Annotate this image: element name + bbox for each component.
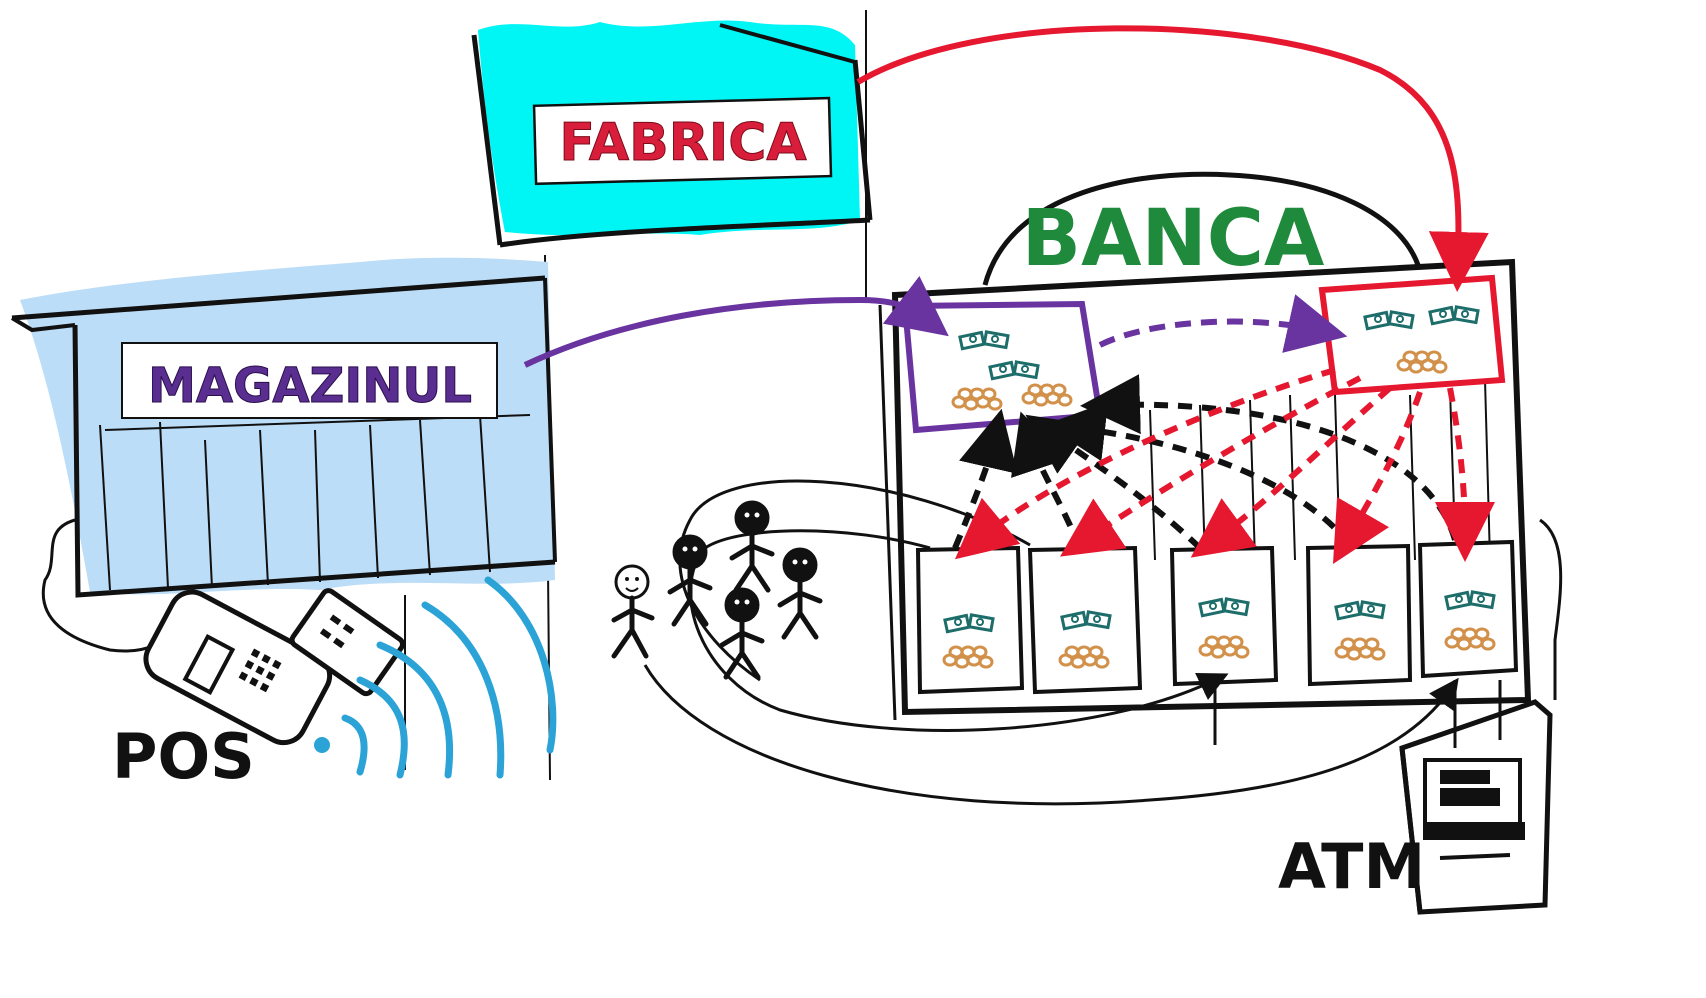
store-label: MAGAZINUL — [148, 358, 472, 414]
stick-figure — [614, 566, 652, 656]
customer-payment-arrows — [955, 405, 1455, 548]
arrow-store-account-to-factory-account — [1100, 322, 1318, 345]
atm-label: ATM — [1278, 830, 1425, 903]
bank-building: BANCA — [880, 174, 1528, 720]
factory-account-box — [1322, 278, 1502, 392]
pos-label: POS — [112, 720, 255, 793]
store-building: MAGAZINUL — [12, 258, 555, 651]
customer-account-box — [1172, 548, 1276, 684]
bank-label: BANCA — [1022, 194, 1325, 284]
stick-figure — [670, 536, 710, 624]
customers-group — [614, 502, 820, 677]
stick-figure — [780, 549, 820, 637]
store-account-box — [905, 304, 1100, 430]
factory-building: FABRICA — [474, 20, 870, 245]
arrow-store-to-bank — [525, 300, 925, 365]
stick-figure — [732, 502, 772, 590]
factory-label: FABRICA — [559, 113, 806, 173]
customer-account-box — [918, 548, 1022, 692]
customer-account-box — [1030, 548, 1140, 692]
customer-account-box — [1420, 542, 1516, 676]
stick-figure — [722, 589, 762, 677]
customer-account-box — [1308, 546, 1410, 684]
